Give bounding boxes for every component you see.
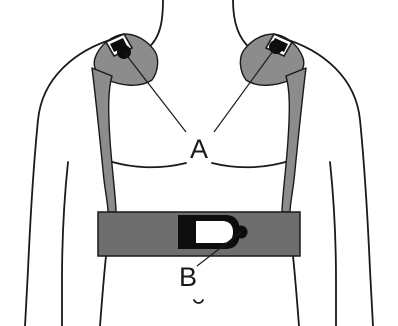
right-strap <box>282 68 306 212</box>
right-arm-inner <box>330 162 336 326</box>
neck-left <box>148 0 163 48</box>
left-waist <box>100 256 106 326</box>
label-a: A <box>190 134 208 164</box>
right-pectoral <box>212 160 292 167</box>
navel <box>194 300 203 303</box>
chest-belt <box>98 212 300 256</box>
left-arm-inner <box>62 162 68 326</box>
belt-sensor-clip <box>185 215 194 249</box>
neck-right <box>233 0 250 48</box>
right-waist <box>293 256 299 326</box>
belt-sensor-window <box>196 221 233 243</box>
label-b: B <box>179 262 197 292</box>
left-strap <box>92 68 116 212</box>
left-pectoral <box>106 160 186 167</box>
shoulder-straps <box>92 34 306 212</box>
